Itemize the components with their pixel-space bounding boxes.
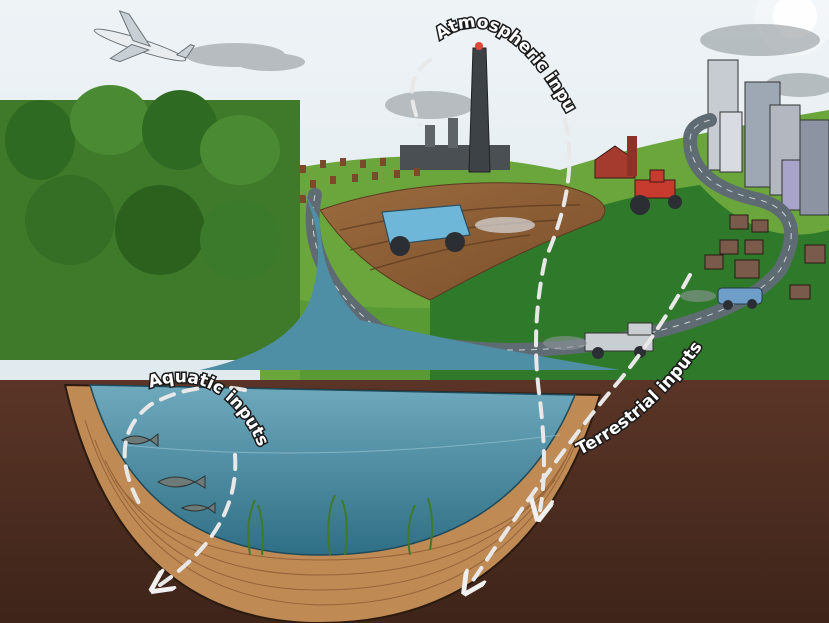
fish-icon	[121, 433, 216, 514]
terrestrial-arrow	[470, 273, 692, 585]
river	[200, 185, 620, 370]
dump-truck-icon	[381, 204, 535, 256]
pickup-truck-icon	[543, 322, 654, 359]
barn	[594, 136, 637, 179]
aquatic-plants	[247, 494, 434, 556]
tractor-icon	[630, 169, 682, 215]
lake	[88, 384, 577, 556]
city-skyline	[707, 59, 829, 216]
lake-surface-line	[124, 434, 561, 454]
smokestack-icon	[468, 42, 491, 173]
logged-stumps	[300, 158, 420, 203]
car-icon	[680, 287, 763, 310]
factory	[400, 42, 510, 173]
forest	[0, 85, 300, 360]
aquatic-arrow	[122, 385, 247, 585]
houses	[704, 214, 826, 300]
airplane-icon	[93, 10, 196, 63]
smog-clouds	[185, 24, 829, 119]
atmospheric-arrow	[410, 58, 572, 510]
